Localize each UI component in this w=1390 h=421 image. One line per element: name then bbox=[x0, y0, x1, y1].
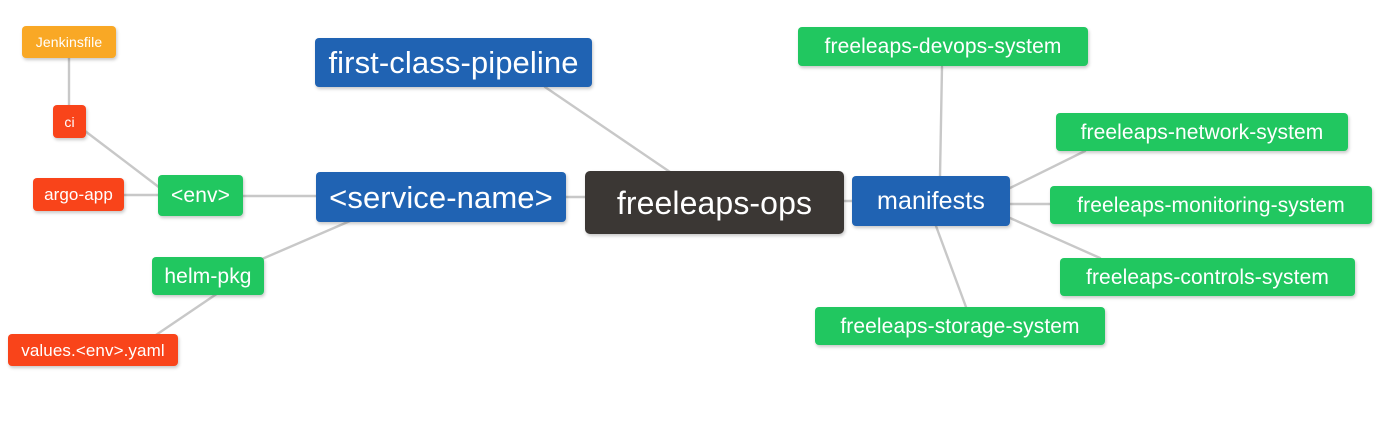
edge-manifests-devopssystem bbox=[938, 65, 944, 178]
node-label: freeleaps-network-system bbox=[1080, 120, 1324, 144]
edge-manifests-controlssystem bbox=[1008, 216, 1102, 260]
node-jenkinsfile[interactable]: Jenkinsfile bbox=[22, 26, 116, 58]
edge-firstclasspipeline-root bbox=[543, 85, 672, 174]
edge-helmpkg-servicename bbox=[260, 219, 352, 261]
node-label: freeleaps-devops-system bbox=[824, 35, 1062, 58]
node-values-yaml[interactable]: values.<env>.yaml bbox=[8, 334, 178, 366]
node-label: freeleaps-ops bbox=[616, 184, 813, 221]
node-freeleaps-monitoring-system[interactable]: freeleaps-monitoring-system bbox=[1050, 186, 1372, 224]
node-freeleaps-devops-system[interactable]: freeleaps-devops-system bbox=[798, 27, 1088, 66]
node-label: freeleaps-storage-system bbox=[840, 314, 1080, 338]
node-label: <service-name> bbox=[329, 179, 553, 215]
node-label: first-class-pipeline bbox=[328, 45, 579, 80]
node-label: <env> bbox=[171, 184, 230, 207]
node-argo-app[interactable]: argo-app bbox=[33, 178, 124, 211]
node-helm-pkg[interactable]: helm-pkg bbox=[152, 257, 264, 295]
node-label: ci bbox=[64, 113, 75, 130]
node-first-class-pipeline[interactable]: first-class-pipeline bbox=[315, 38, 592, 87]
node-freeleaps-storage-system[interactable]: freeleaps-storage-system bbox=[815, 307, 1105, 345]
node-service-name[interactable]: <service-name> bbox=[316, 172, 566, 222]
edge-valuesyaml-helmpkg bbox=[151, 291, 220, 339]
node-root-freeleaps-ops[interactable]: freeleaps-ops bbox=[585, 171, 844, 234]
node-freeleaps-controls-system[interactable]: freeleaps-controls-system bbox=[1060, 258, 1355, 296]
node-env[interactable]: <env> bbox=[158, 175, 243, 216]
node-label: freeleaps-monitoring-system bbox=[1077, 193, 1345, 217]
node-label: manifests bbox=[877, 186, 985, 215]
node-ci[interactable]: ci bbox=[53, 105, 86, 138]
node-label: helm-pkg bbox=[164, 264, 252, 288]
node-label: argo-app bbox=[44, 185, 113, 204]
node-freeleaps-network-system[interactable]: freeleaps-network-system bbox=[1056, 113, 1348, 151]
node-label: values.<env>.yaml bbox=[21, 340, 165, 360]
edge-manifests-networksystem bbox=[1008, 149, 1087, 190]
edge-manifests-storagesystem bbox=[934, 224, 968, 309]
node-label: Jenkinsfile bbox=[35, 34, 103, 50]
node-manifests[interactable]: manifests bbox=[852, 176, 1010, 226]
node-label: freeleaps-controls-system bbox=[1086, 265, 1329, 289]
